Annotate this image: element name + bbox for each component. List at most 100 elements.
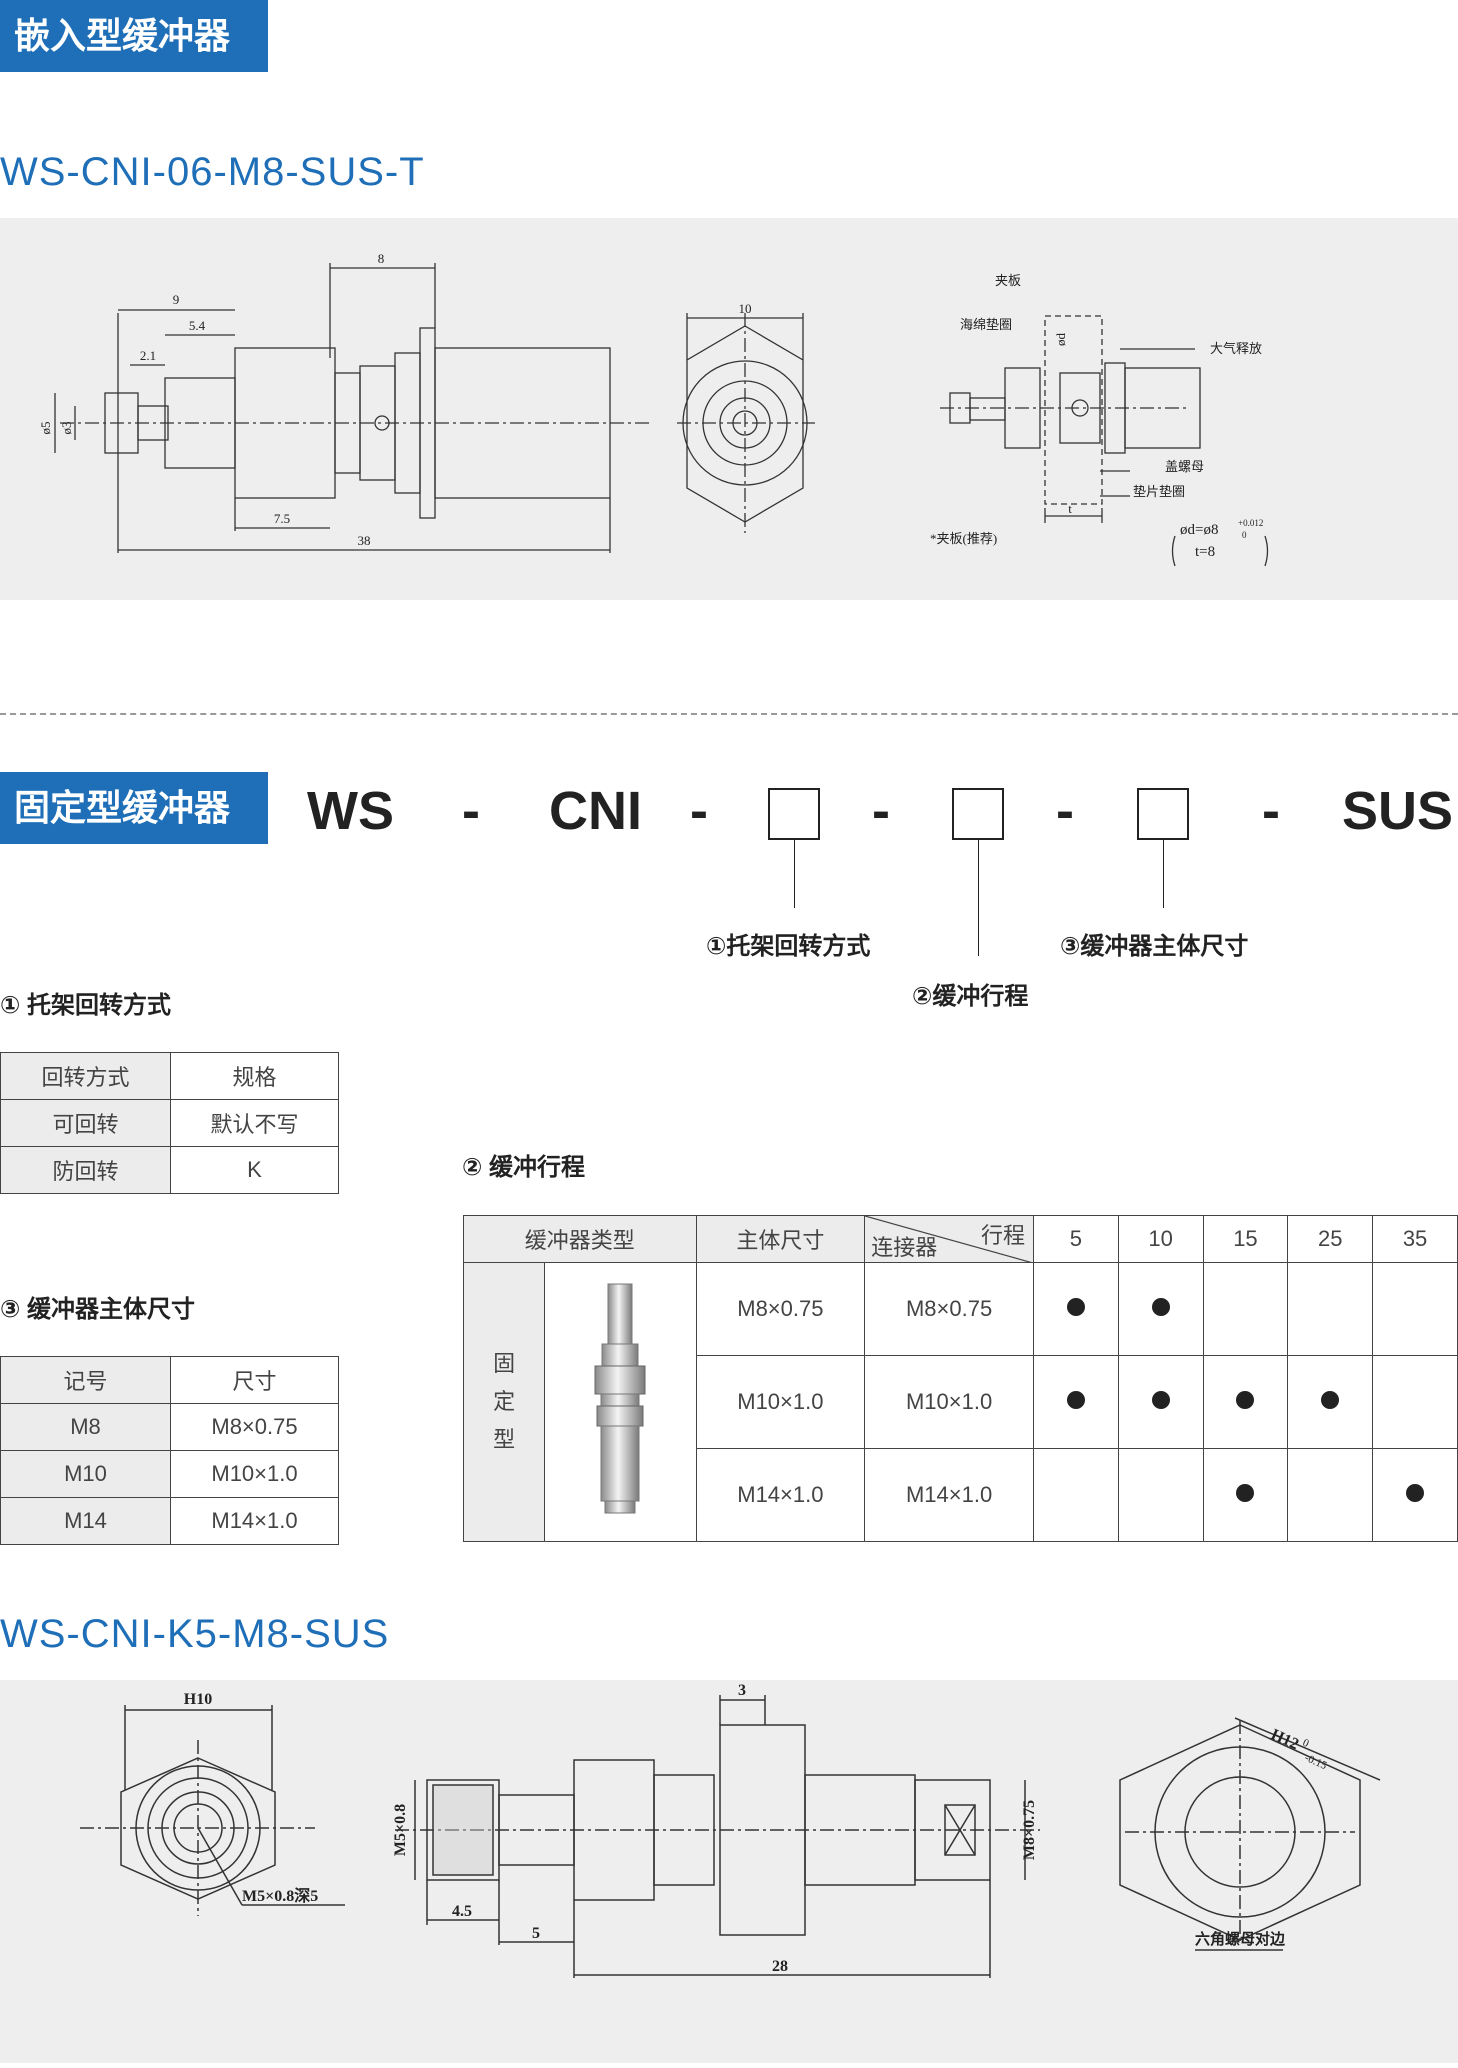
- formula-t: t=8: [1195, 544, 1215, 560]
- type-cell: 固 定 型: [462, 1262, 546, 1542]
- label-t: t: [1068, 501, 1072, 516]
- mark-cell: [1372, 1448, 1458, 1542]
- stroke-col: 10: [1117, 1215, 1204, 1263]
- code-sus: SUS: [1342, 781, 1454, 841]
- stroke-col: 15: [1202, 1215, 1289, 1263]
- mark-cell: [1032, 1355, 1119, 1449]
- body-size-cell: M14×1.0: [170, 1497, 339, 1545]
- model-title-embedded: WS-CNI-06-M8-SUS-T: [0, 150, 425, 194]
- availability-dot: [1406, 1484, 1425, 1502]
- dim-10: 10: [739, 301, 752, 316]
- type-char: 型: [493, 1427, 516, 1452]
- body-size-cell: M10: [0, 1450, 171, 1498]
- mark-cell: [1372, 1262, 1458, 1356]
- stroke-col: 25: [1287, 1215, 1374, 1263]
- mark-cell: [1202, 1262, 1289, 1356]
- dim-m5x0-8: M5×0.8: [392, 1804, 409, 1856]
- formula-tol-lower: 0: [1242, 530, 1247, 540]
- availability-dot: [1321, 1391, 1340, 1409]
- body-size-table: 记号 尺寸 M8 M8×0.75 M10 M10×1.0 M14 M14×1.0: [0, 1356, 339, 1545]
- mark-cell: [1287, 1355, 1374, 1449]
- dim-h12-upper: 0: [1301, 1737, 1311, 1750]
- mark-cell: [1287, 1448, 1374, 1542]
- embedded-drawing: 8 9 5.4 2.1 ø5 ø3 7.5 38 10 夹板 海绵垫圈 ød 大…: [38, 251, 1269, 567]
- rotation-title: ① 托架回转方式: [0, 992, 171, 1019]
- body-size-cell: M8: [0, 1403, 171, 1451]
- stroke-row-connector: M8×0.75: [864, 1262, 1034, 1356]
- stroke-row-size: M14×1.0: [695, 1448, 866, 1542]
- stroke-title: ② 缓冲行程: [462, 1154, 585, 1181]
- code-box-size: [1137, 788, 1189, 840]
- formula-tol-upper: +0.012: [1238, 518, 1263, 528]
- rotation-header-method: 回转方式: [0, 1052, 171, 1100]
- dim-h10: H10: [184, 1691, 212, 1708]
- availability-dot: [1066, 1298, 1085, 1316]
- dim-h12-lower: -0.15: [1303, 1752, 1329, 1772]
- dim-2-1: 2.1: [140, 348, 156, 363]
- code-cni: CNI: [549, 781, 642, 841]
- dim-5-4: 5.4: [189, 318, 206, 333]
- label-air-release: 大气释放: [1210, 341, 1262, 356]
- code-dash-3: -: [872, 781, 890, 841]
- body-size-header-size: 尺寸: [170, 1356, 339, 1404]
- rotation-header-spec: 规格: [170, 1052, 339, 1100]
- mark-cell: [1372, 1355, 1458, 1449]
- label-sponge-washer: 海绵垫圈: [960, 317, 1012, 332]
- availability-dot: [1236, 1391, 1255, 1409]
- stroke-header-size: 主体尺寸: [695, 1215, 866, 1263]
- code-dash-4: -: [1056, 781, 1074, 841]
- stroke-row-size: M10×1.0: [695, 1355, 866, 1449]
- stroke-col: 35: [1372, 1215, 1458, 1263]
- dim-h12: H12: [1268, 1726, 1301, 1753]
- code-ws: WS: [307, 781, 394, 841]
- label-od: ød: [1053, 333, 1068, 347]
- mark-cell: [1202, 1355, 1289, 1449]
- mark-cell: [1032, 1262, 1119, 1356]
- mark-cell: [1117, 1262, 1204, 1356]
- body-size-header-code: 记号: [0, 1356, 171, 1404]
- k5-drawing: H10 M5×0.8深5 3 M5×0.8 4.5 5 28 M8×0.75 H…: [80, 1682, 1381, 1978]
- label-spacer-washer: 垫片垫圈: [1133, 484, 1185, 499]
- callout-line-size: [1163, 840, 1164, 908]
- callout-line-rotation: [794, 840, 795, 908]
- mark-cell: [1287, 1262, 1374, 1356]
- code-dash-1: -: [462, 781, 480, 841]
- dim-8: 8: [378, 251, 385, 266]
- label-clamp-plate: 夹板: [995, 273, 1021, 288]
- mark-cell: [1032, 1448, 1119, 1542]
- stroke-table: 缓冲器类型 主体尺寸 行程 连接器 5 10 15 25 35 固 定 型: [462, 1215, 1458, 1542]
- rotation-cell: K: [170, 1146, 339, 1194]
- type-char: 固: [493, 1351, 516, 1376]
- code-box-rotation: [768, 788, 820, 840]
- stroke-row-connector: M10×1.0: [864, 1355, 1034, 1449]
- dim-m5-depth: M5×0.8深5: [242, 1886, 318, 1905]
- section-badge-fixed: 固定型缓冲器: [0, 772, 268, 844]
- dim-5: 5: [532, 1925, 540, 1942]
- availability-dot: [1236, 1484, 1255, 1502]
- stroke-row-connector: M14×1.0: [864, 1448, 1034, 1542]
- mark-cell: [1117, 1448, 1204, 1542]
- stroke-header-stroke: 行程: [980, 1223, 1025, 1248]
- dim-4-5: 4.5: [452, 1903, 472, 1920]
- availability-dot: [1151, 1298, 1170, 1316]
- dim-d3: ø3: [59, 422, 74, 435]
- stroke-col: 5: [1032, 1215, 1119, 1263]
- body-size-cell: M8×0.75: [170, 1403, 339, 1451]
- rotation-cell: 防回转: [0, 1146, 171, 1194]
- availability-dot: [1151, 1391, 1170, 1409]
- callout-size: ③缓冲器主体尺寸: [1060, 933, 1249, 960]
- dim-m8x0-75: M8×0.75: [1021, 1800, 1038, 1860]
- product-image-cell: [544, 1262, 697, 1542]
- stroke-header-type: 缓冲器类型: [463, 1215, 697, 1263]
- callout-line-stroke: [978, 840, 979, 956]
- section-badge-embedded: 嵌入型缓冲器: [0, 0, 268, 72]
- mark-cell: [1202, 1448, 1289, 1542]
- rotation-cell: 默认不写: [170, 1099, 339, 1147]
- body-size-cell: M10×1.0: [170, 1450, 339, 1498]
- callout-stroke: ②缓冲行程: [912, 983, 1029, 1010]
- section-divider: [0, 713, 1458, 715]
- availability-dot: [1066, 1391, 1085, 1409]
- dim-d5: ø5: [38, 422, 53, 435]
- drawing-panel-embedded: 8 9 5.4 2.1 ø5 ø3 7.5 38 10 夹板 海绵垫圈 ød 大…: [0, 218, 1458, 600]
- label-cap-nut: 盖螺母: [1165, 459, 1204, 474]
